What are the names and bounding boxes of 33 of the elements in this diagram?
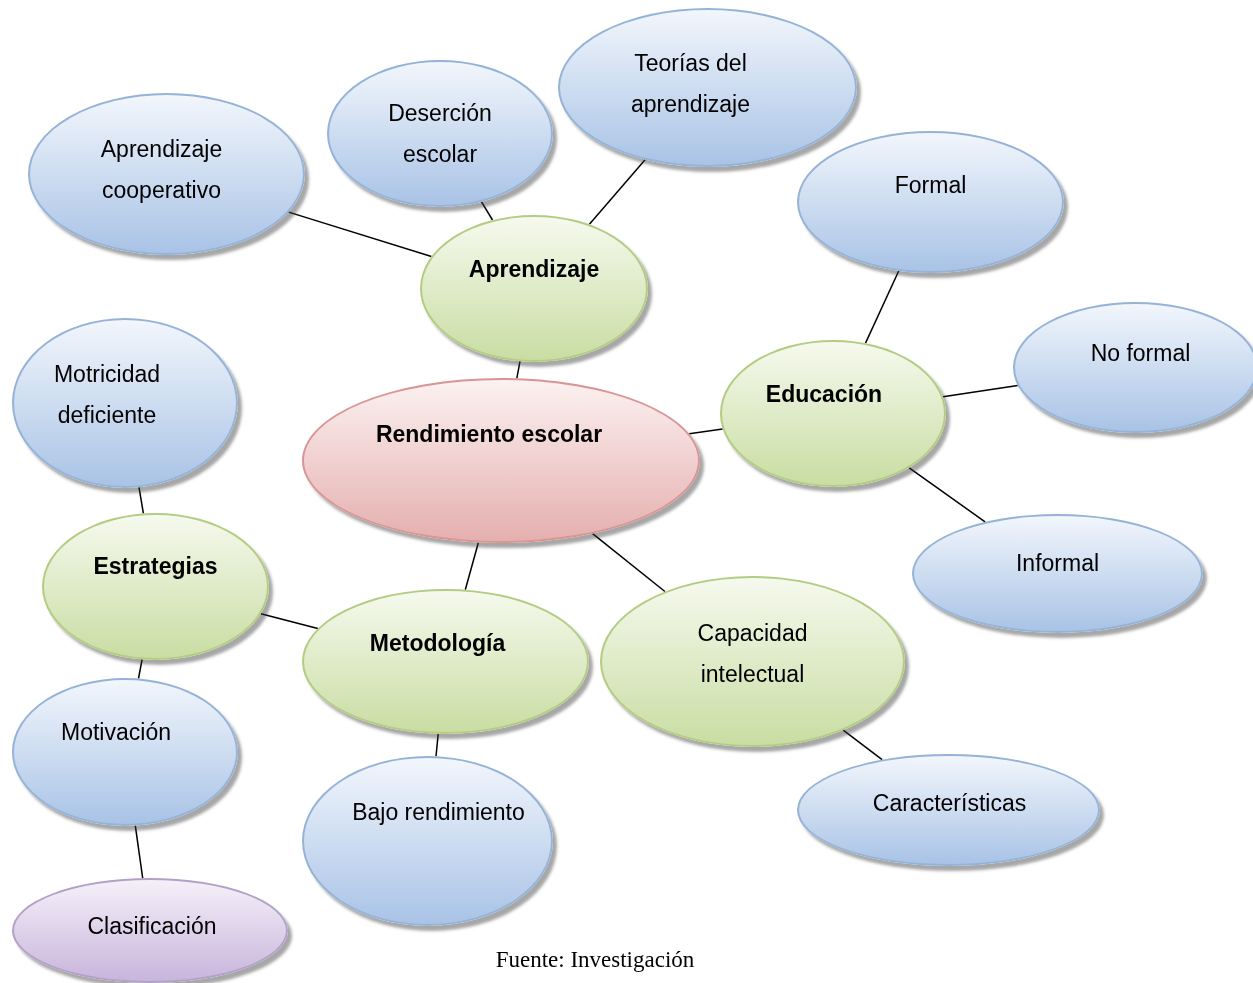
node-label: Teorías del aprendizaje [630,49,751,119]
connector-line [480,201,494,221]
node-label: Aprendizaje [467,255,601,284]
connector-line [134,824,144,879]
node-label: Estrategias [92,552,219,581]
node-label: No formal [1089,339,1192,368]
node-label: Deserción escolar [387,99,493,169]
node-label: Clasificación [86,912,218,941]
node-label: Características [871,789,1028,818]
connector-line [137,658,143,680]
node-label: Motricidad deficiente [52,360,162,430]
node-label: Aprendizaje cooperativo [99,135,224,205]
node-label: Formal [893,171,968,200]
connector-line [588,159,646,226]
node-label: Motivación [60,718,172,747]
connector-line [942,384,1019,398]
node-label: Educación [764,380,884,409]
node-label: Bajo rendimiento [351,798,526,827]
node-label: Capacidad intelectual [696,619,809,689]
connector-line [688,428,724,435]
connector-line [464,541,480,591]
connector-line [516,360,521,380]
connector-line [435,733,439,757]
caption: Fuente: Investigación [495,947,695,973]
connector-line [138,486,145,515]
node-label: Metodología [368,629,507,658]
connector-line [842,729,883,761]
connector-line [908,467,986,523]
connector-line [591,532,666,593]
connector-line [287,211,433,258]
node-label: Rendimiento escolar [374,420,604,449]
connector-line [260,613,319,630]
node-label: Informal [1014,549,1101,578]
